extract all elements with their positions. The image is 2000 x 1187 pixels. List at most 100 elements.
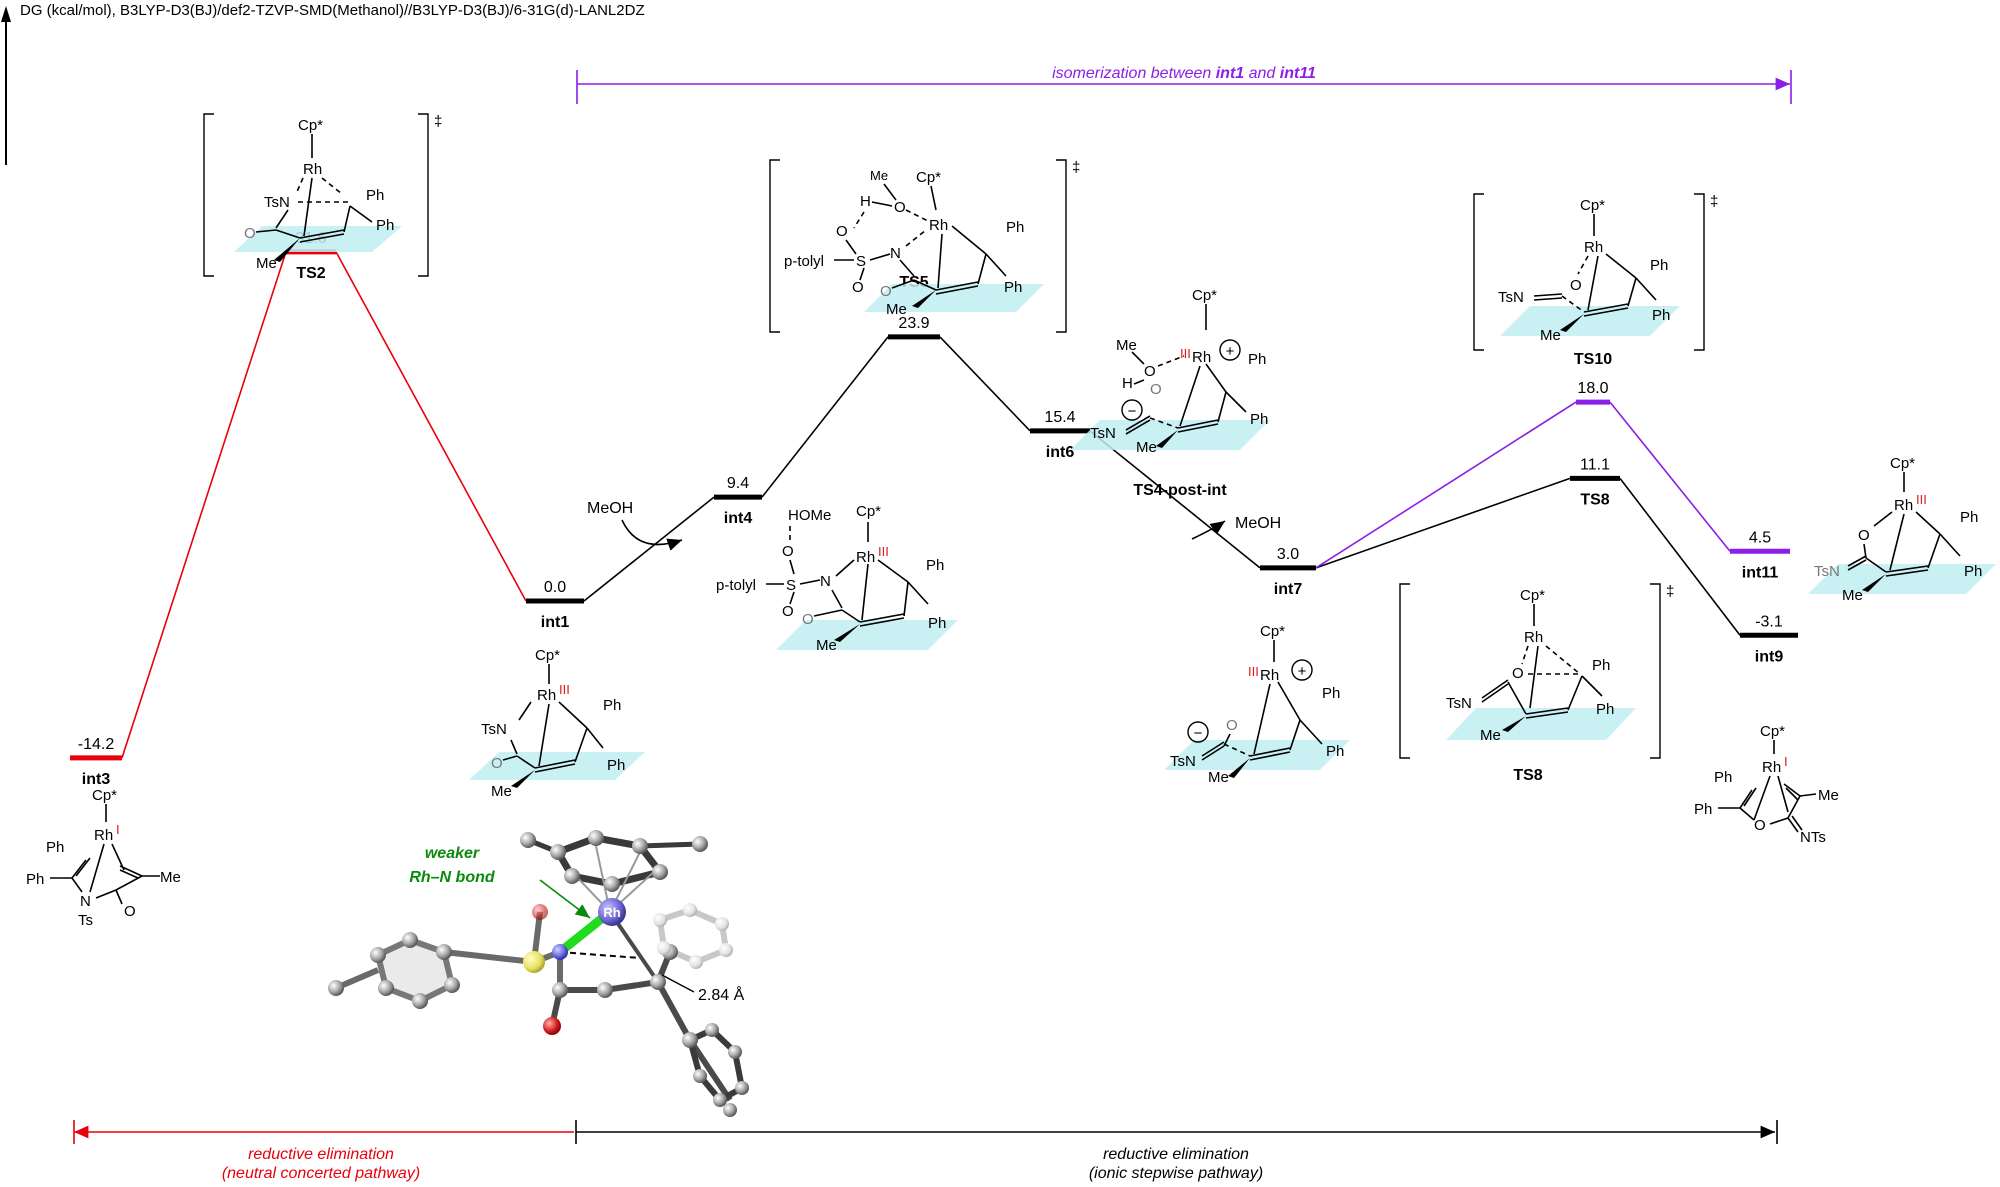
svg-text:Ph: Ph [376, 217, 394, 234]
svg-text:Ph: Ph [1964, 563, 1982, 580]
svg-text:Rh: Rh [1762, 759, 1781, 776]
svg-text:Rh: Rh [537, 687, 556, 704]
svg-text:Ph: Ph [1322, 685, 1340, 702]
weak-bond-label-2: Rh–N bond [409, 869, 496, 886]
svg-text:O: O [894, 199, 906, 216]
structure-ts10: ‡ Cp* Rh O TsN Ph Ph Me [1473, 193, 1718, 351]
energy-levels: -14.2int331.6TS20.0int19.4int423.9TS515.… [70, 230, 1798, 788]
svg-text:Ph: Ph [1004, 279, 1022, 296]
state-label-int11: int11 [1742, 564, 1779, 581]
connector-TS8-int9 [1619, 477, 1741, 636]
structure-ts5: ‡ Me O H Cp* Rh O p-tolyl S N O O Ph Ph [769, 159, 1080, 333]
state-label-int1: int1 [541, 614, 570, 631]
svg-text:Ph: Ph [1006, 219, 1024, 236]
svg-text:Rh: Rh [1192, 349, 1211, 366]
svg-text:O: O [1144, 363, 1156, 380]
svg-text:Ph: Ph [926, 557, 944, 574]
svg-text:Ph: Ph [1714, 769, 1732, 786]
svg-text:Rh: Rh [856, 549, 875, 566]
svg-text:III: III [1916, 492, 1927, 507]
svg-text:Ph: Ph [1248, 351, 1266, 368]
connector-int4-TS5 [761, 336, 889, 498]
connector-int7-TS10 [1315, 401, 1577, 569]
svg-text:Cp*: Cp* [916, 169, 941, 186]
svg-text:Ph: Ph [607, 757, 625, 774]
svg-text:I: I [116, 822, 120, 837]
meoh-out-annotation: MeOH [1191, 515, 1281, 540]
energy-value-int9: -3.1 [1755, 613, 1783, 630]
connector-int7-TS8 [1315, 477, 1571, 569]
svg-text:Cp*: Cp* [1260, 623, 1285, 640]
svg-text:O: O [802, 611, 814, 628]
connector-TS5-int6 [939, 336, 1031, 432]
svg-text:Cp*: Cp* [92, 787, 117, 804]
neutral-label-2: (neutral concerted pathway) [222, 1165, 420, 1182]
meoh-in-annotation: MeOH [587, 500, 683, 551]
svg-text:Ph: Ph [1592, 657, 1610, 674]
svg-text:Cp*: Cp* [1760, 723, 1785, 740]
svg-text:Cp*: Cp* [535, 647, 560, 664]
svg-text:Ph: Ph [1652, 307, 1670, 324]
svg-text:Me: Me [1540, 327, 1561, 344]
svg-text:III: III [1180, 346, 1191, 361]
svg-text:O: O [1754, 817, 1766, 834]
state-label-int6: int6 [1046, 444, 1075, 461]
connector-TS10-int11 [1609, 401, 1731, 552]
svg-text:Me: Me [491, 783, 512, 800]
svg-text:MeOH: MeOH [1235, 515, 1281, 532]
svg-text:S: S [786, 577, 796, 594]
svg-text:Ph: Ph [1960, 509, 1978, 526]
neutral-label-1: reductive elimination [248, 1146, 394, 1163]
energy-value-int1: 0.0 [544, 579, 566, 596]
structure-int1: Cp* Rh III TsN O Ph Ph Me [469, 647, 645, 800]
svg-text:O: O [852, 279, 864, 296]
svg-text:O: O [244, 225, 256, 242]
svg-text:Ph: Ph [1694, 801, 1712, 818]
svg-text:TsN: TsN [264, 194, 290, 211]
svg-text:Me: Me [1818, 787, 1839, 804]
svg-text:p-tolyl: p-tolyl [784, 253, 824, 270]
state-label-int9: int9 [1755, 648, 1784, 665]
svg-text:TsN: TsN [481, 721, 507, 738]
distance-label: 2.84 Å [698, 985, 745, 1004]
svg-text:Me: Me [160, 869, 181, 886]
connector-int3-TS2 [121, 251, 287, 759]
svg-text:NTs: NTs [1800, 829, 1826, 846]
energy-value-TS10: 18.0 [1577, 380, 1608, 397]
state-label-TS2: TS2 [296, 265, 325, 282]
svg-text:−: − [1194, 725, 1203, 742]
svg-text:O: O [1512, 665, 1524, 682]
pathway-connectors [121, 251, 1741, 759]
ionic-pathway-range: reductive elimination (ionic stepwise pa… [575, 1120, 1778, 1182]
svg-text:O: O [836, 223, 848, 240]
svg-text:Rh: Rh [94, 827, 113, 844]
structure-int7: Cp* III Rh + − O TsN Ph Ph Me [1164, 623, 1350, 786]
svg-text:Cp*: Cp* [856, 503, 881, 520]
svg-text:Rh: Rh [1260, 667, 1279, 684]
svg-text:−: − [1128, 403, 1137, 420]
svg-text:Ph: Ph [1596, 701, 1614, 718]
svg-text:O: O [782, 603, 794, 620]
svg-text:O: O [1858, 527, 1870, 544]
svg-text:O: O [1150, 381, 1162, 398]
connector-int1-int4 [583, 496, 715, 602]
svg-text:Cp*: Cp* [298, 117, 323, 134]
svg-text:Me: Me [256, 255, 277, 272]
xray-model: Rh weaker Rh–N bond 2.84 Å [328, 830, 749, 1117]
svg-text:+: + [1226, 343, 1235, 360]
svg-text:N: N [890, 245, 901, 262]
svg-text:‡: ‡ [1666, 583, 1674, 600]
svg-text:TsN: TsN [1498, 289, 1524, 306]
svg-text:Rh: Rh [929, 217, 948, 234]
svg-text:H: H [1122, 375, 1133, 392]
ionic-label-1: reductive elimination [1103, 1146, 1249, 1163]
state-label-TS8: TS8 [1580, 491, 1609, 508]
svg-text:Cp*: Cp* [1890, 455, 1915, 472]
ts8-structure-label: TS8 [1513, 767, 1542, 784]
svg-text:TsN: TsN [1170, 753, 1196, 770]
y-axis: DG (kcal/mol), B3LYP-D3(BJ)/def2-TZVP-SM… [1, 2, 645, 165]
svg-text:S: S [856, 253, 866, 270]
svg-text:Rh: Rh [303, 161, 322, 178]
structure-int9: Cp* Rh I Ph Ph O NTs Me [1694, 723, 1839, 846]
